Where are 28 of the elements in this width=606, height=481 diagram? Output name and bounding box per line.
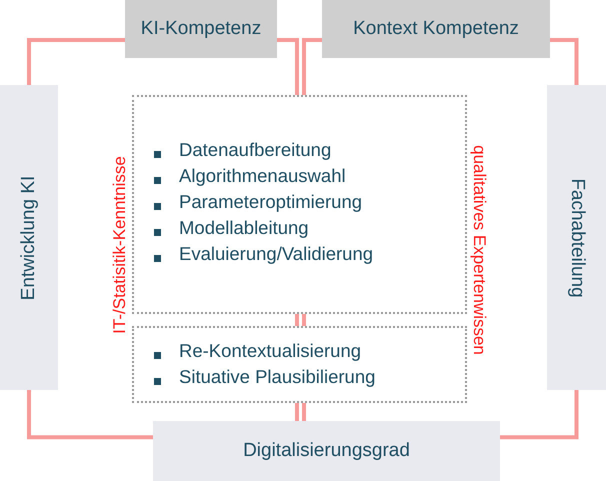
connector-line	[277, 38, 299, 95]
list-item: Algorithmenauswahl	[179, 165, 346, 187]
list-item: Parameteroptimierung	[179, 191, 362, 213]
list-item: Datenaufbereitung	[179, 139, 332, 161]
connector-line	[295, 314, 299, 326]
connector-line	[27, 390, 153, 440]
list-item: Re-Kontextualisierung	[179, 340, 362, 362]
category-box: KI-Kompetenz	[125, 0, 277, 58]
dotted-box	[132, 95, 467, 314]
category-box: Digitalisierungsgrad	[153, 421, 500, 481]
connector-line	[302, 38, 322, 95]
connector-line	[302, 403, 306, 421]
category-box: Kontext Kompetenz	[322, 0, 550, 58]
dotted-box	[132, 326, 467, 403]
connector-line	[302, 314, 306, 326]
side-panel	[0, 85, 58, 390]
list-item: Evaluierung/Validierung	[179, 243, 374, 265]
panel-label: Entwicklung KI	[18, 175, 40, 300]
connector-line	[295, 403, 299, 421]
connector-line	[500, 390, 578, 440]
connector-line	[27, 38, 125, 85]
panel-label: Fachabteilung	[566, 178, 588, 298]
axis-label: qualitatives Expertenwissen	[469, 145, 489, 355]
axis-label: IT-/Statisitik-Kenntnisse	[110, 156, 130, 334]
connector-line	[550, 38, 578, 85]
list-item: Situative Plausibilierung	[179, 366, 376, 388]
list-item: Modellableitung	[179, 217, 309, 239]
side-panel	[547, 85, 606, 390]
